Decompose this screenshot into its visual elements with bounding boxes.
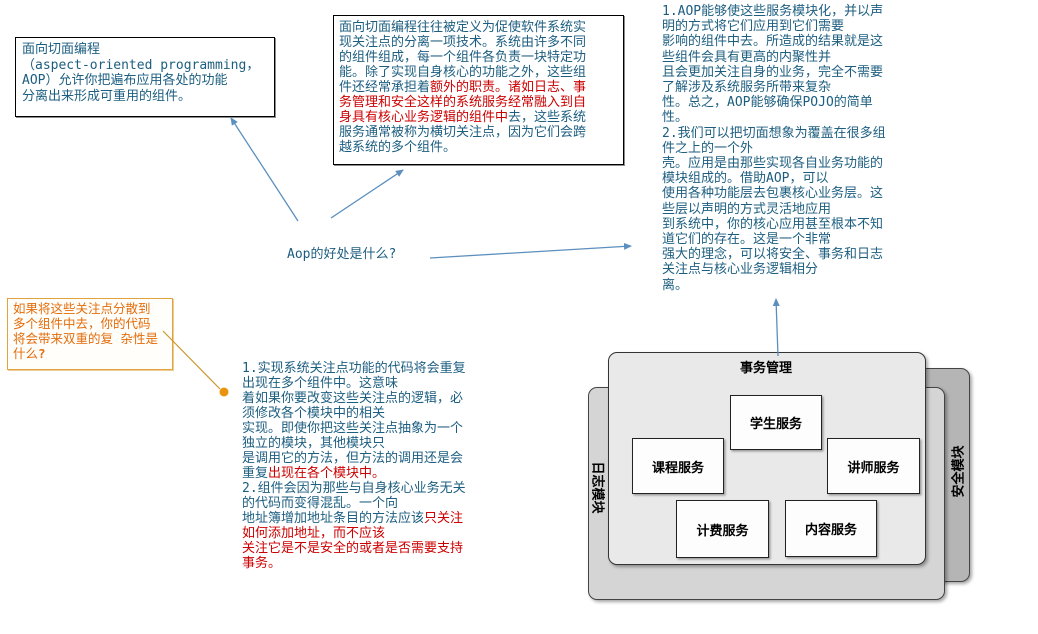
service-box-billing[interactable]: 计费服务 — [676, 500, 769, 558]
central-question-label[interactable]: Aop的好处是什么? — [287, 247, 397, 262]
security-module-label: 安全模块 — [951, 445, 967, 498]
callout-anchor-dot[interactable] — [219, 387, 229, 397]
aop-definition-short-box[interactable]: 面向切面编程 （aspect-oriented programming， AOP… — [15, 37, 275, 117]
transaction-management-label: 事务管理 — [739, 361, 792, 376]
aop-definition-long-box[interactable]: 面向切面编程往往被定义为促使软件系统实 现关注点的分离一项技术。系统由许多不同 … — [333, 15, 624, 165]
aop-benefits-text[interactable]: 1.AOP能够使这些服务模块化，并以声 明的方式将它们应用到它们需要 影响的组件… — [662, 4, 886, 293]
logging-module-label: 日志模块 — [589, 461, 605, 514]
arrow-question-to-benefits[interactable] — [429, 242, 632, 259]
service-box-student[interactable]: 学生服务 — [730, 395, 822, 450]
complexity-question-note[interactable]: 如果将这些关注点分散到 多个组件中去，你的代码 将会带来双重的复 杂性是什么? — [7, 298, 173, 370]
service-box-content[interactable]: 内容服务 — [785, 500, 877, 557]
arrow-question-to-definition-short[interactable] — [230, 117, 299, 222]
aop-drawbacks-text[interactable]: 1.实现系统关注点功能的代码将会重复 出现在多个组件中。这意味 着如果你要改变这… — [242, 361, 466, 571]
service-box-teacher[interactable]: 讲师服务 — [827, 438, 920, 494]
arrow-question-to-definition-long[interactable] — [330, 169, 404, 219]
arrow-diagram-to-benefits[interactable] — [772, 298, 780, 357]
service-box-course[interactable]: 课程服务 — [632, 438, 724, 494]
